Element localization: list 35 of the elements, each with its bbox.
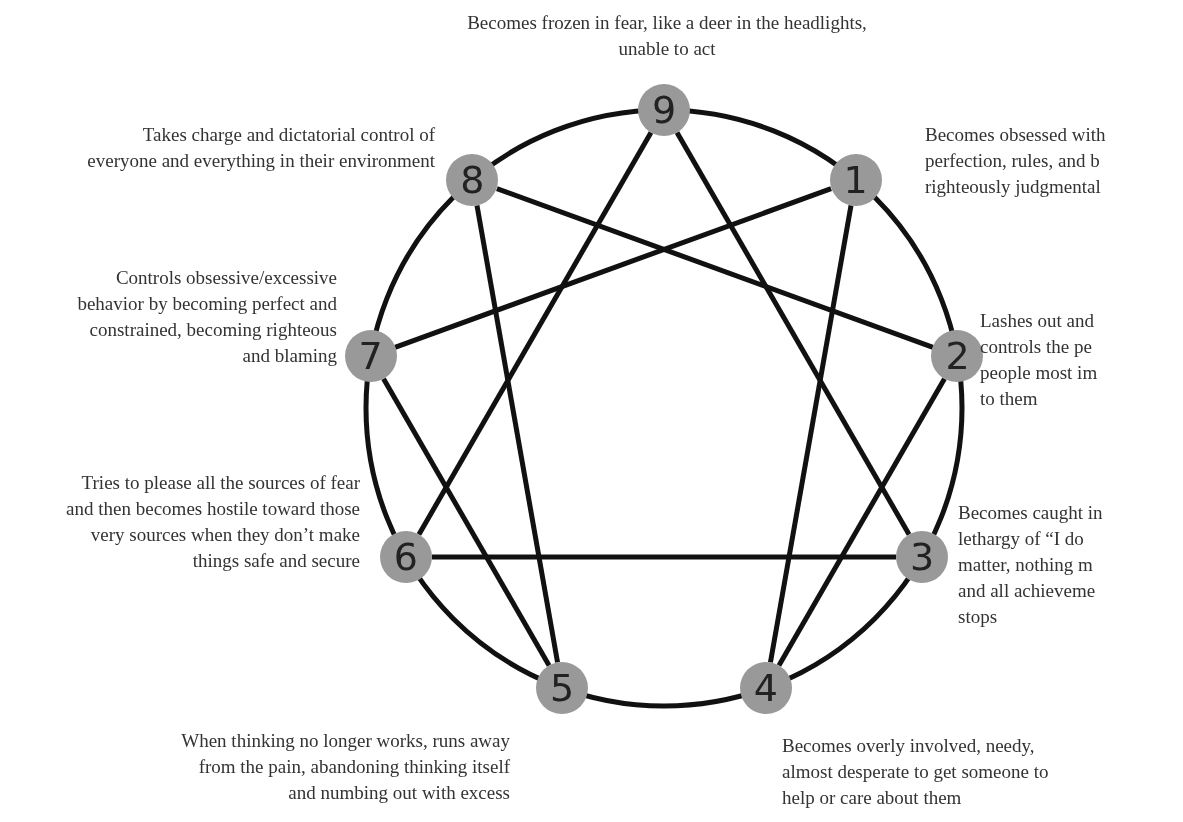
number-circle	[739, 662, 792, 714]
number-circle	[446, 153, 499, 206]
number-label: 7	[358, 337, 383, 376]
connector-line	[416, 131, 654, 536]
connector-line	[767, 204, 854, 663]
number-label: 1	[843, 160, 868, 199]
description-text: Becomes obsessed with perfection, rules, and b righteously judgmental	[925, 123, 1107, 199]
number-label: 6	[393, 538, 418, 576]
number-label: 2	[945, 337, 970, 376]
description-text: Controls obsessive/excessive behavior by becoming perfect and constrained, becoming righteous and blaming	[76, 266, 337, 368]
connector-line	[474, 204, 561, 663]
number-label: 9	[651, 91, 677, 129]
number-circle	[638, 84, 690, 136]
number-circle	[829, 153, 882, 206]
number-label: 4	[753, 669, 778, 707]
description-text: Becomes overly involved, needy, almost desperate to get someone to help or care about them	[782, 734, 1050, 810]
description-text: Becomes frozen in fear, like a deer in the headlights, unable to act	[467, 11, 867, 61]
connector-line	[674, 131, 912, 536]
number-circle	[896, 531, 949, 583]
number-circle	[536, 662, 589, 714]
description-text: Becomes caught in lethargy of “I do matter, nothing m and all achieveme stops	[958, 501, 1104, 629]
description-text: Takes charge and dictatorial control of everyone and everything in their environment	[86, 123, 435, 173]
number-circle	[344, 330, 397, 383]
number-label: 3	[909, 538, 935, 576]
description-text: When thinking no longer works, runs away from the pain, abandoning thinking itself and numbing out with excess	[180, 729, 510, 805]
number-label: 8	[460, 160, 485, 199]
connector-line	[776, 377, 947, 667]
connector-line	[431, 554, 897, 560]
description-text: Tries to please all the sources of fear and then becomes hostile toward those very sources when they don’t make things safe and secure	[65, 471, 360, 573]
number-circle	[379, 531, 432, 583]
number-label: 5	[549, 669, 575, 707]
connector-line	[381, 377, 552, 667]
connector-line	[496, 186, 934, 350]
connector-line	[394, 186, 832, 350]
description-text: Lashes out and controls the pe people most im to them	[980, 309, 1099, 411]
